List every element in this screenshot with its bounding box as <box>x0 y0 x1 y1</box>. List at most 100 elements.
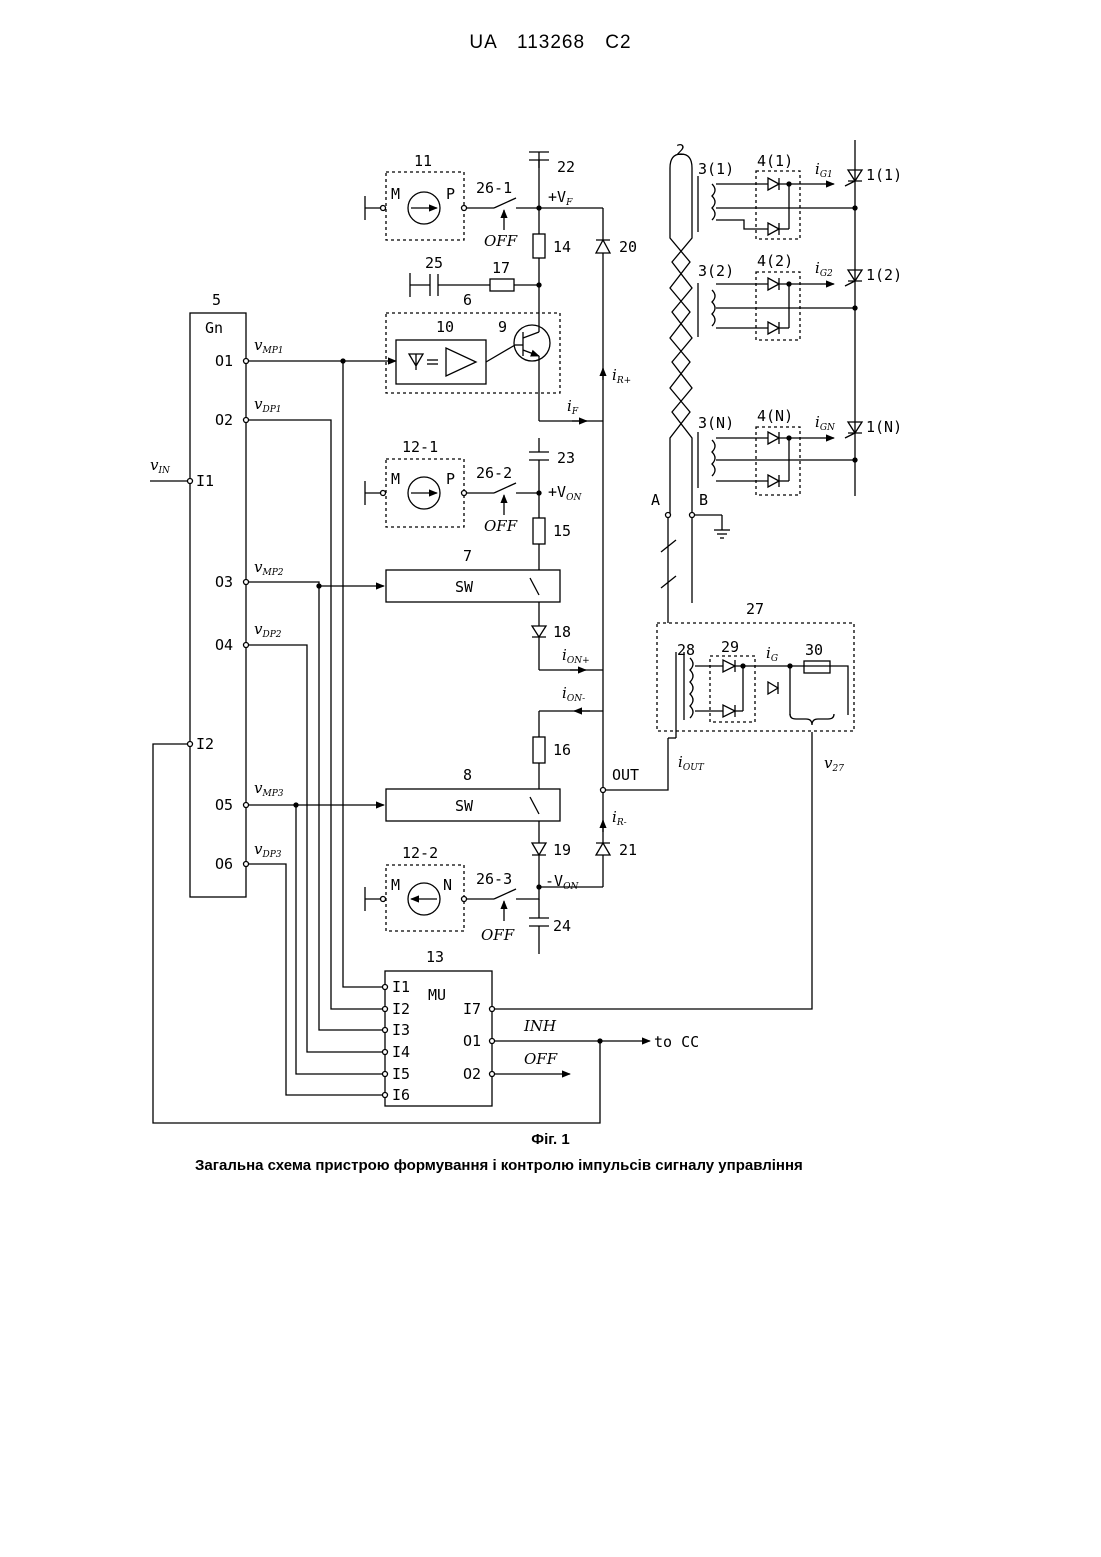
diode-19 <box>532 843 546 855</box>
switch-26-3 <box>494 889 516 899</box>
diode-18 <box>532 626 546 637</box>
transistor-9 <box>514 325 550 361</box>
signal-i-r-minus: iR- <box>612 808 627 828</box>
switch-26-1 <box>494 198 516 208</box>
signal-i-r-plus: iR+ <box>612 366 631 386</box>
signal-i-g: iG <box>766 644 778 664</box>
label-diode-21: 21 <box>619 841 637 859</box>
switch-26-2 <box>494 483 516 493</box>
label-resistor-16: 16 <box>553 741 571 759</box>
label-switch-26-1: 26-1 <box>476 179 512 197</box>
label-diode-19: 19 <box>553 841 571 859</box>
source-12-2-m: M <box>391 876 400 894</box>
gn-port-i2: I2 <box>196 735 214 753</box>
label-thyristor-1-n: 1(N) <box>866 418 902 436</box>
label-thyristor-1-1: 1(1) <box>866 166 902 184</box>
label-node-b: B <box>699 491 708 509</box>
label-cap-25: 25 <box>425 254 443 272</box>
mu-port-o2: O2 <box>463 1065 481 1083</box>
label-thyristor-1-2: 1(2) <box>866 266 902 284</box>
source-12-2-n: N <box>443 876 452 894</box>
source-12-1-p: P <box>446 470 455 488</box>
diode-21 <box>596 843 610 855</box>
label-block-12-2: 12-2 <box>402 844 438 862</box>
label-off-26-2: OFF <box>484 517 518 535</box>
label-cap-22: 22 <box>557 158 575 176</box>
label-diode-block-29: 29 <box>721 638 739 656</box>
out-node <box>601 788 606 793</box>
resistor-30 <box>804 661 830 673</box>
mu-port-i4: I4 <box>392 1043 410 1061</box>
twisted-cable-2 <box>670 154 692 515</box>
label-off-o2: OFF <box>524 1050 558 1068</box>
mu-port-o1: O1 <box>463 1032 481 1050</box>
rail-minus-von: -VON <box>545 872 579 892</box>
signal-i-on-minus: iON- <box>562 684 585 704</box>
label-resistor-30: 30 <box>805 641 823 659</box>
source-12-2-box <box>386 865 464 931</box>
label-transformer-3-2: 3(2) <box>698 262 734 280</box>
signal-i-g2: iG2 <box>815 259 833 279</box>
signal-v-dp1: vDP1 <box>254 395 281 415</box>
mu-port-i5: I5 <box>392 1065 410 1083</box>
label-mu: MU <box>428 986 446 1004</box>
label-sw-8: SW <box>455 797 474 815</box>
figure-caption-title: Фіг. 1 <box>0 1131 1101 1148</box>
signal-i-g1: iG1 <box>815 160 833 180</box>
mu-port-i2: I2 <box>392 1000 410 1018</box>
signal-v-27: v27 <box>824 754 844 774</box>
signal-i-on-plus: iON+ <box>562 646 590 666</box>
label-transformer-3-1: 3(1) <box>698 160 734 178</box>
figure-caption-text: Загальна схема пристрою формування і кон… <box>195 1155 875 1176</box>
label-off-26-1: OFF <box>484 232 518 250</box>
label-sw-7: SW <box>455 578 474 596</box>
label-cable-2: 2 <box>676 141 685 159</box>
gn-port-o6: O6 <box>215 855 233 873</box>
resistor-15 <box>533 518 545 544</box>
mu-port-i1: I1 <box>392 978 410 996</box>
transformer-3-1 <box>712 184 715 220</box>
node-a <box>666 513 671 518</box>
label-block-6: 6 <box>463 291 472 309</box>
mu-port-i3: I3 <box>392 1021 410 1039</box>
gn-port-terminals <box>188 359 249 867</box>
label-gn: Gn <box>205 319 223 337</box>
label-block-9: 9 <box>498 318 507 336</box>
label-resistor-17: 17 <box>492 259 510 277</box>
transformer-3-n <box>712 440 715 476</box>
label-diode-20: 20 <box>619 238 637 256</box>
thyristor-1-2 <box>845 270 862 286</box>
label-resistor-15: 15 <box>553 522 571 540</box>
label-cap-23: 23 <box>557 449 575 467</box>
label-resistor-14: 14 <box>553 238 571 256</box>
resistor-16 <box>533 737 545 763</box>
transformer-3-2 <box>712 290 715 326</box>
signal-v-mp2: vMP2 <box>254 558 284 578</box>
label-transformer-3-n: 3(N) <box>698 414 734 432</box>
signal-i-gn: iGN <box>815 413 836 433</box>
signal-v-dp2: vDP2 <box>254 620 282 640</box>
diode-20 <box>596 240 610 253</box>
label-diode-18: 18 <box>553 623 571 641</box>
signal-v-in: vIN <box>150 456 171 476</box>
label-inh: INH <box>523 1017 557 1035</box>
label-block-27: 27 <box>746 600 764 618</box>
label-off-26-3: OFF <box>481 926 515 944</box>
rail-plus-von: +VON <box>548 483 582 503</box>
label-node-a: A <box>651 491 660 509</box>
mu-port-i6: I6 <box>392 1086 410 1104</box>
label-switch-26-2: 26-2 <box>476 464 512 482</box>
node-b <box>690 513 695 518</box>
label-diode-block-4-n: 4(N) <box>757 407 793 425</box>
thyristor-1-1 <box>845 170 862 186</box>
label-block-13: 13 <box>426 948 444 966</box>
label-block-12-1: 12-1 <box>402 438 438 456</box>
thyristor-1-n <box>845 422 862 438</box>
source-11-box <box>386 172 464 240</box>
rail-plus-vf: +VF <box>548 188 573 208</box>
signal-v-mp3: vMP3 <box>254 779 284 799</box>
label-diode-block-4-2: 4(2) <box>757 252 793 270</box>
diode-block-4-2 <box>756 272 800 340</box>
source-11-p: P <box>446 185 455 203</box>
